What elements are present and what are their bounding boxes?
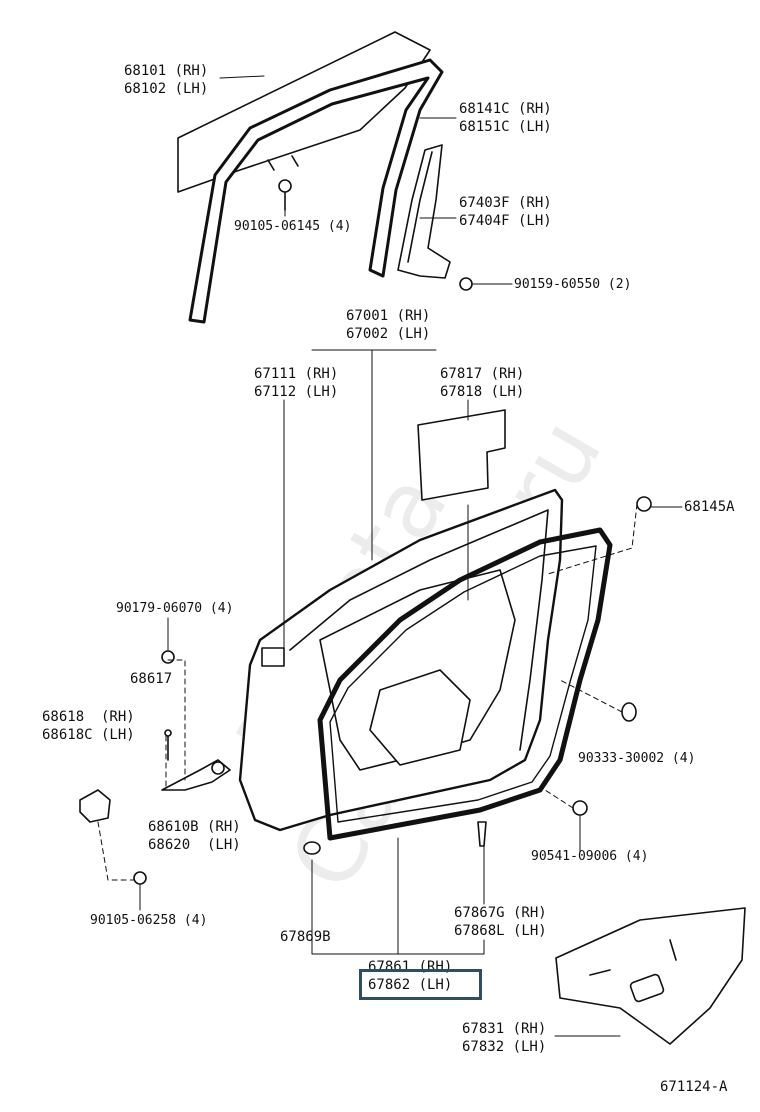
label-67818-lh: 67818 (LH) (440, 384, 525, 400)
label-67867g-rh: 67867G (RH) (454, 905, 547, 921)
plug-90333[interactable] (621, 702, 637, 722)
door-trim[interactable] (555, 907, 746, 1045)
label-90541-09006: 90541-09006 (4) (531, 849, 649, 864)
label-68145a: 68145A (684, 499, 735, 515)
label-67817-rh: 67817 (RH) (440, 366, 525, 382)
clip-90541[interactable] (572, 800, 588, 816)
leader-lines (139, 75, 683, 1037)
clip-67869B[interactable] (303, 841, 321, 855)
dashed-leaders (97, 503, 638, 881)
highlighted-part-box[interactable] (359, 969, 482, 1000)
label-67862-lh: 67862 (LH) (368, 977, 453, 993)
label-68618c-lh: 68618C (LH) (42, 727, 135, 743)
label-67001-rh: 67001 (RH) (346, 308, 431, 324)
door-check[interactable] (161, 759, 231, 791)
label-67869b: 67869B (280, 929, 331, 945)
door-panel[interactable] (238, 488, 564, 832)
label-67832-lh: 67832 (LH) (462, 1039, 547, 1055)
bolt-90105-06145[interactable] (278, 179, 292, 211)
pin-68617[interactable] (164, 729, 172, 761)
label-90333-30002: 90333-30002 (4) (578, 751, 696, 766)
label-67831-rh: 67831 (RH) (462, 1021, 547, 1037)
label-90105-06145: 90105-06145 (4) (234, 219, 352, 234)
label-68618-rh: 68618 (RH) (42, 709, 135, 725)
label-67112-lh: 67112 (LH) (254, 384, 339, 400)
label-68610b-rh: 68610B (RH) (148, 819, 241, 835)
label-68620-lh: 68620 (LH) (148, 837, 241, 853)
label-90179-06070: 90179-06070 (4) (116, 601, 234, 616)
clip-67867G[interactable] (477, 821, 487, 847)
label-67002-lh: 67002 (LH) (346, 326, 431, 342)
label-68151c-lh: 68151C (LH) (459, 119, 552, 135)
division-bar[interactable] (397, 144, 451, 279)
hinge-68618[interactable] (79, 789, 111, 823)
clip-68145A[interactable] (636, 496, 652, 512)
hole-cover-sheet[interactable] (417, 409, 506, 501)
label-68101-rh: 68101 (RH) (124, 63, 209, 79)
label-90105-06258: 90105-06258 (4) (90, 913, 208, 928)
label-90159-60550: 90159-60550 (2) (514, 277, 632, 292)
label-67111-rh: 67111 (RH) (254, 366, 339, 382)
label-68102-lh: 68102 (LH) (124, 81, 209, 97)
label-67868l-lh: 67868L (LH) (454, 923, 547, 939)
label-68141c-rh: 68141C (RH) (459, 101, 552, 117)
hinge-upper[interactable] (261, 647, 285, 667)
label-68617: 68617 (130, 671, 173, 687)
weatherstrip[interactable] (317, 527, 613, 841)
label-67403f-rh: 67403F (RH) (459, 195, 552, 211)
figure-code: 671124-A (660, 1079, 728, 1095)
run-channel[interactable] (188, 58, 444, 324)
bolt-90179[interactable] (161, 650, 175, 664)
screw-90159-60550[interactable] (459, 277, 473, 291)
bolt-90105-06258[interactable] (133, 871, 147, 885)
label-67404f-lh: 67404F (LH) (459, 213, 552, 229)
